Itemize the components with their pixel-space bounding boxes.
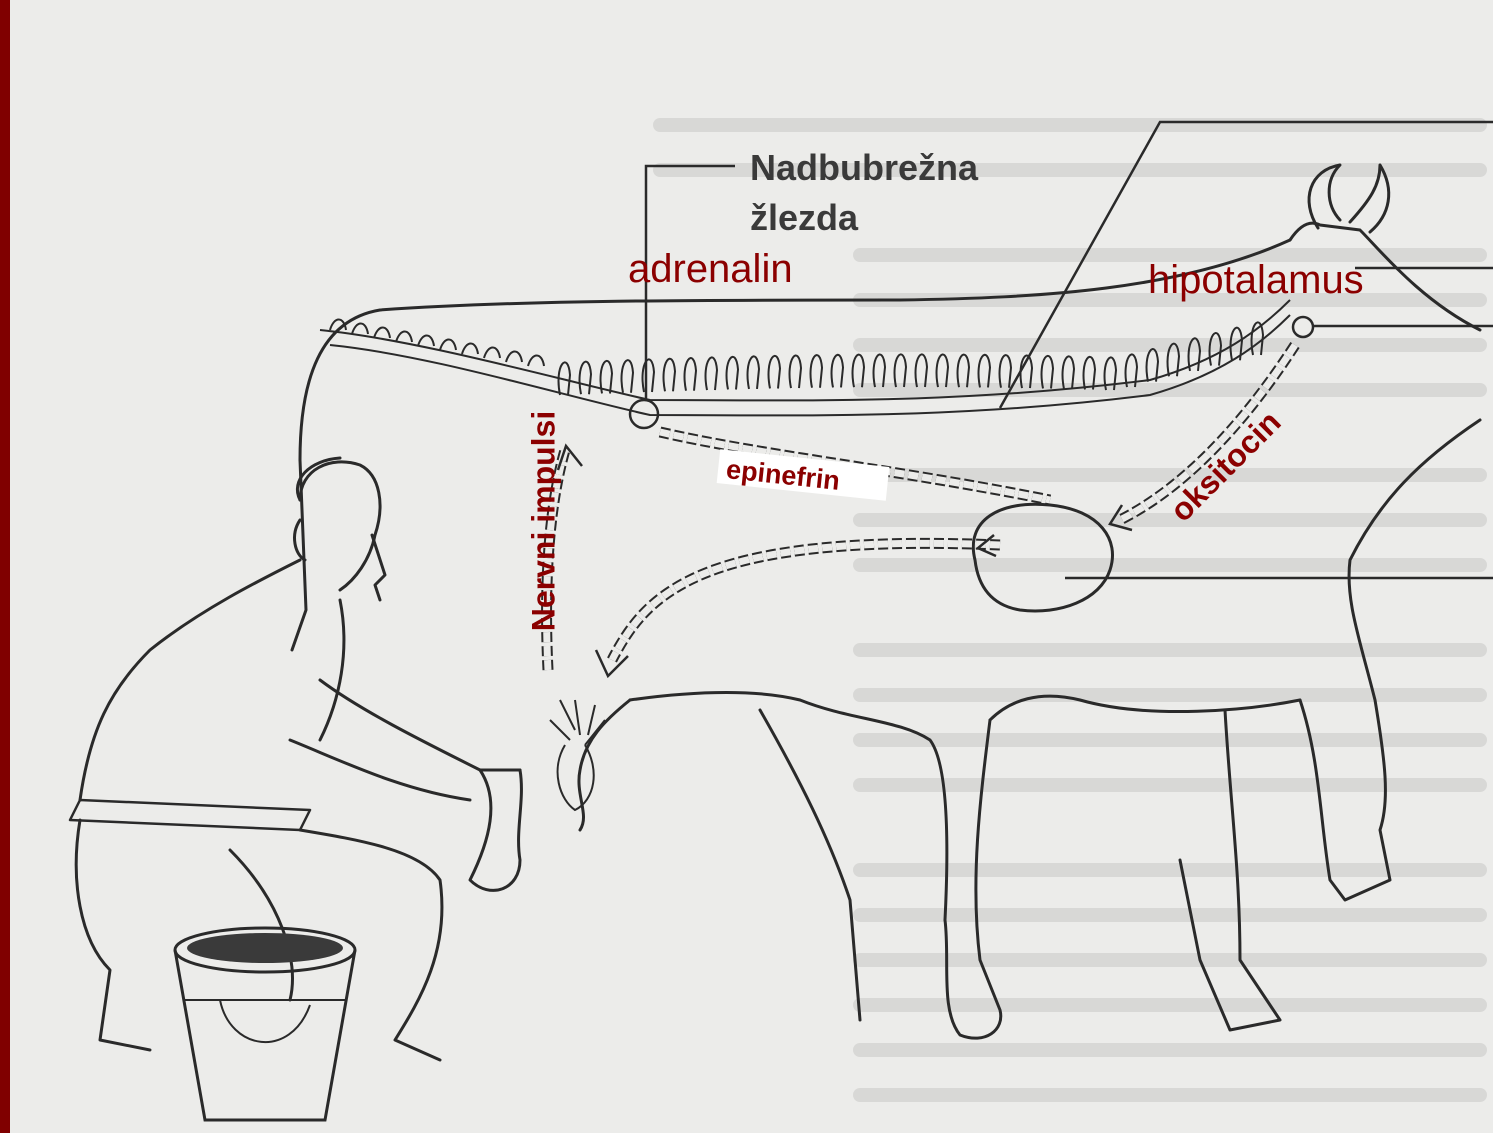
vertebra <box>811 355 822 388</box>
vertebra <box>506 352 522 363</box>
vertebra <box>853 355 864 388</box>
vertebra <box>832 355 843 388</box>
vertebra <box>622 360 633 393</box>
vertebra <box>748 356 759 389</box>
vertebra <box>958 355 969 388</box>
vertebra <box>685 358 696 391</box>
teat-nerves <box>550 700 605 810</box>
vertebra <box>664 359 675 392</box>
vertebra <box>440 340 456 351</box>
vertebra <box>396 332 412 343</box>
vertebra <box>580 362 591 395</box>
bucket <box>175 928 355 1120</box>
vertebra <box>769 356 780 389</box>
vertebra <box>418 336 434 347</box>
vertebra <box>1000 355 1011 388</box>
hypothalamus-label: hipotalamus <box>1148 260 1364 300</box>
vertebra <box>790 355 801 388</box>
diagram-paper: Nadbubrežna žlezda adrenalin hipotalamus… <box>10 0 1493 1133</box>
vertebra <box>937 354 948 387</box>
vertebra <box>528 356 544 367</box>
adrenal-gland-label-line1: Nadbubrežna <box>750 150 978 186</box>
vertebra <box>895 354 906 387</box>
adrenalin-label: adrenalin <box>628 249 793 289</box>
adrenal-gland-label-line2: žlezda <box>750 200 858 236</box>
vertebra <box>1147 349 1158 382</box>
vertebra <box>484 348 500 359</box>
spine <box>320 300 1290 415</box>
vertebra <box>643 359 654 392</box>
vertebra <box>374 328 390 339</box>
vertebra <box>352 324 368 335</box>
vertebra <box>727 357 738 390</box>
nerve-impulses-label: Nervni impulsi <box>527 411 559 632</box>
hypothalamus-marker <box>1293 317 1313 337</box>
vertebra <box>916 354 927 387</box>
vertebra <box>979 355 990 388</box>
vertebra <box>462 344 478 355</box>
vertebra <box>706 357 717 390</box>
vertebra <box>874 354 885 387</box>
